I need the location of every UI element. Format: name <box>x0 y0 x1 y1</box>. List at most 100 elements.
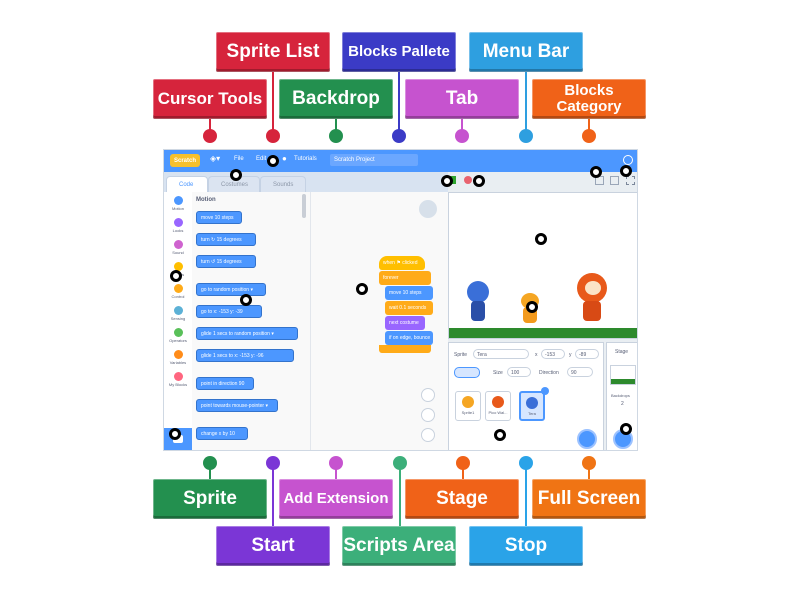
category-sensing[interactable]: Sensing <box>164 306 192 321</box>
label-scripts-area: Scripts Area <box>342 526 456 566</box>
palette-block[interactable]: change x by 10 <box>196 427 248 440</box>
label-stage: Stage <box>405 479 519 519</box>
connector-backdrop <box>335 119 337 135</box>
menu-tutorials[interactable]: Tutorials <box>294 156 317 162</box>
marker-scripts <box>356 283 368 295</box>
script-block-next-costume[interactable]: next costume <box>385 316 425 330</box>
label-start: Start <box>216 526 330 566</box>
zoom-reset-button[interactable] <box>421 428 435 442</box>
stage[interactable] <box>448 192 637 339</box>
zoom-in-button[interactable] <box>421 388 435 402</box>
palette-block[interactable]: turn ↻ 15 degrees <box>196 233 256 246</box>
menu-file[interactable]: File <box>234 156 244 162</box>
show-sprite-toggle[interactable] <box>454 367 480 378</box>
script-block-bounce[interactable]: if on edge, bounce <box>385 331 433 345</box>
connector-add-extension <box>335 466 337 479</box>
backdrop-thumbnail[interactable] <box>610 365 636 385</box>
label-sprite: Sprite <box>153 479 267 519</box>
connector-scripts-area <box>399 466 401 526</box>
category-looks[interactable]: Looks <box>164 218 192 233</box>
stop-icon[interactable] <box>464 176 472 184</box>
connector-tab <box>461 119 463 135</box>
label-full-screen: Full Screen <box>532 479 646 519</box>
backdrops-count: 2 <box>621 401 624 407</box>
marker-sprite-list <box>494 429 506 441</box>
connector-full-screen <box>588 466 590 479</box>
scratch-editor-screenshot: Scratch ◈▾ File Edit ● Tutorials Scratch… <box>163 149 638 451</box>
dot-blocks-pallete <box>392 129 406 143</box>
y-input[interactable]: -89 <box>575 349 599 359</box>
palette-block[interactable]: turn ↺ 15 degrees <box>196 255 256 268</box>
stage-selector-title: Stage <box>615 349 629 355</box>
category-motion[interactable]: Motion <box>164 196 192 211</box>
category-control[interactable]: Control <box>164 284 192 299</box>
palette-block[interactable]: point towards mouse-pointer ▾ <box>196 399 278 412</box>
sprite-name-label: Sprite <box>454 352 468 358</box>
script-block-move[interactable]: move 10 steps <box>385 286 433 300</box>
zoom-out-button[interactable] <box>421 408 435 422</box>
marker-full-screen <box>620 165 632 177</box>
marker-backdrop <box>620 423 632 435</box>
category-motion-label: Motion <box>171 206 184 211</box>
palette-block[interactable]: move 10 steps <box>196 211 242 224</box>
sprite-character-blue-body <box>471 301 485 321</box>
category-operators[interactable]: Operators <box>164 328 192 343</box>
sprite-character-red-body <box>583 301 601 321</box>
script-block-when-flag-clicked[interactable]: when ⚑ clicked <box>379 256 425 270</box>
lightbulb-icon[interactable]: ● <box>282 154 287 163</box>
large-stage-button[interactable] <box>610 176 619 185</box>
palette-block[interactable]: go to random position ▾ <box>196 283 266 296</box>
marker-palette <box>240 294 252 306</box>
script-block-forever[interactable]: forever <box>379 271 431 285</box>
size-label: Size <box>493 370 503 376</box>
marker-stage-size <box>590 166 602 178</box>
menu-edit[interactable]: Edit <box>256 156 267 162</box>
scripts-area[interactable]: when ⚑ clicked forever move 10 steps wai… <box>310 192 449 450</box>
delete-sprite-icon[interactable] <box>541 387 549 395</box>
dot-sprite-list <box>266 129 280 143</box>
tab-code[interactable]: Code <box>166 176 208 192</box>
connector-stop <box>525 466 527 526</box>
choose-sprite-button[interactable] <box>577 429 597 449</box>
x-input[interactable]: -153 <box>541 349 565 359</box>
sprite-thumb-label: Pico Wal... <box>488 410 508 415</box>
sprite-name-input[interactable]: Tera <box>473 349 529 359</box>
palette-scrollbar[interactable] <box>302 194 306 218</box>
marker-stage <box>535 233 547 245</box>
marker-stop <box>473 175 485 187</box>
category-looks-label: Looks <box>172 228 184 233</box>
sprite-character-red-face <box>585 281 601 295</box>
marker-costumes-tab <box>230 169 242 181</box>
size-input[interactable]: 100 <box>507 367 531 377</box>
marker-flag <box>441 175 453 187</box>
dot-tab <box>455 129 469 143</box>
marker-categories <box>170 270 182 282</box>
dot-stage <box>456 456 470 470</box>
palette-block[interactable]: point in direction 90 <box>196 377 254 390</box>
project-title-input[interactable]: Scratch Project <box>330 154 418 166</box>
scratch-logo[interactable]: Scratch <box>170 154 200 167</box>
palette-block[interactable]: glide 1 secs to x: -153 y: -96 <box>196 349 294 362</box>
palette-block[interactable]: go to x: -153 y: -39 <box>196 305 262 318</box>
sprite-info-panel: Sprite Tera x -153 y -89 Size 100 Direct… <box>448 342 604 450</box>
globe-icon[interactable]: ◈▾ <box>210 154 221 163</box>
marker-menu-edit <box>267 155 279 167</box>
palette-block[interactable]: glide 1 secs to random position ▾ <box>196 327 298 340</box>
backdrop-thumbnail-grass <box>611 379 635 384</box>
tab-sounds[interactable]: Sounds <box>260 176 306 192</box>
category-variables-label: Variables <box>169 360 187 365</box>
sprite-thumb[interactable]: Pico Wal... <box>485 391 511 421</box>
connector-start <box>272 466 274 526</box>
help-icon[interactable] <box>623 155 633 165</box>
script-block-wait[interactable]: wait 0.1 seconds <box>385 301 433 315</box>
category-my-blocks[interactable]: My Blocks <box>164 372 192 387</box>
full-screen-icon[interactable] <box>626 176 635 185</box>
category-sensing-label: Sensing <box>170 316 186 321</box>
dot-blocks-category <box>582 129 596 143</box>
sprite-thumb[interactable]: Sprite1 <box>455 391 481 421</box>
direction-input[interactable]: 90 <box>567 367 593 377</box>
category-variables[interactable]: Variables <box>164 350 192 365</box>
category-sound[interactable]: Sound <box>164 240 192 255</box>
stage-selector[interactable]: Stage Backdrops 2 <box>606 342 637 450</box>
sprite-thumb-selected[interactable]: Tera <box>519 391 545 421</box>
